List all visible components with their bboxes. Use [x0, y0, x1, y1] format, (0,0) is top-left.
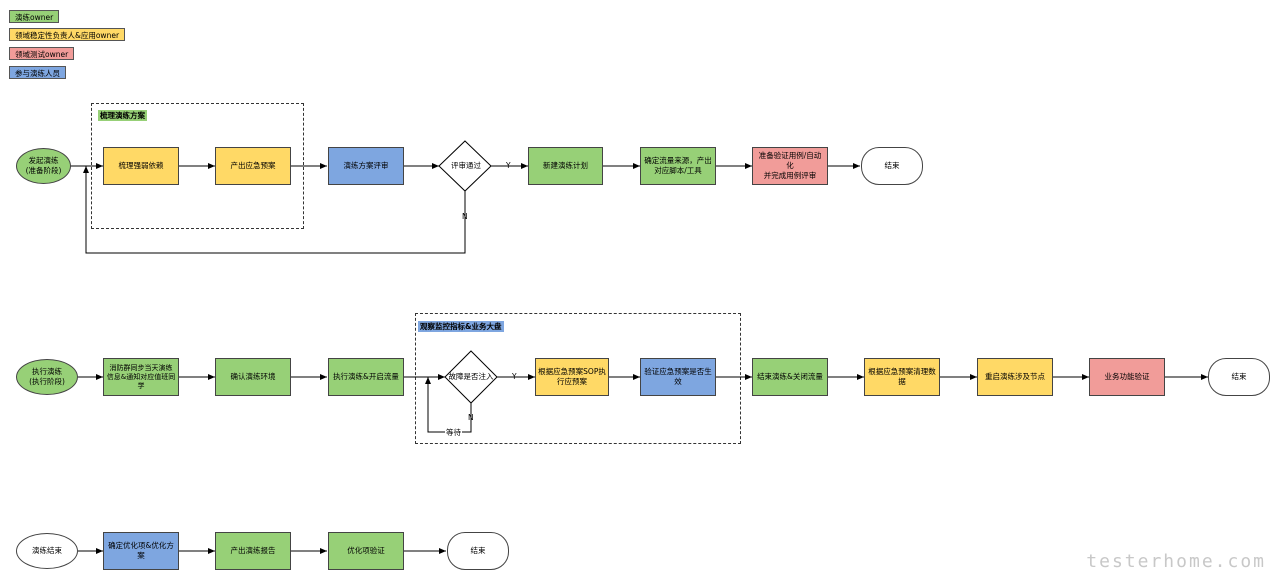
- node-optimization-plan: 确定优化项&优化方案: [103, 532, 179, 570]
- end-phase2: 结束: [1208, 358, 1270, 396]
- watermark: testerhome.com: [1086, 551, 1266, 572]
- node-restart-nodes: 重启演练涉及节点: [977, 358, 1053, 396]
- decision-fault-no: N: [468, 413, 474, 422]
- node-drill-report: 产出演练报告: [215, 532, 291, 570]
- legend-drill-owner: 演练owner: [9, 10, 60, 23]
- node-start-traffic: 执行演练&开启流量: [328, 358, 404, 396]
- end-phase3: 结束: [447, 532, 509, 570]
- node-stop-traffic: 结束演练&关闭流量: [752, 358, 828, 396]
- group-plan-label: 梳理演练方案: [98, 110, 147, 121]
- decision-fault-yes: Y: [512, 372, 517, 381]
- start-drill-end: 演练结束: [16, 533, 78, 569]
- node-clean-data: 根据应急预案清理数 据: [864, 358, 940, 396]
- end-phase1: 结束: [861, 147, 923, 185]
- decision-review-no: N: [462, 212, 468, 221]
- start-drill-prep: 发起演练 (准备阶段): [16, 148, 71, 184]
- decision-review-label: 评审通过: [451, 161, 481, 170]
- start-drill-exec: 执行演练 (执行阶段): [16, 359, 78, 395]
- wait-label: 等待: [445, 428, 462, 438]
- group-monitor-label: 观察监控指标&业务大盘: [418, 321, 504, 332]
- legend-stability-owner: 领域稳定性负责人&应用owner: [9, 28, 126, 41]
- node-plan-review: 演练方案评审: [328, 147, 404, 185]
- node-confirm-env: 确认演练环境: [215, 358, 291, 396]
- node-optimization-verify: 优化项验证: [328, 532, 404, 570]
- node-emergency-plan: 产出应急预案: [215, 147, 291, 185]
- node-new-plan: 新建演练计划: [528, 147, 603, 185]
- node-verify-plan: 验证应急预案是否生 效: [640, 358, 716, 396]
- node-traffic-source: 确定流量来源，产出 对应脚本/工具: [640, 147, 716, 185]
- legend-test-owner: 领域测试owner: [9, 47, 75, 60]
- node-exec-sop: 根据应急预案SOP执 行应预案: [535, 358, 609, 396]
- node-sort-dependencies: 梳理强弱依赖: [103, 147, 179, 185]
- decision-review-yes: Y: [506, 161, 511, 170]
- decision-fault-label: 故障是否注入: [448, 372, 494, 381]
- group-monitor: [415, 313, 741, 444]
- decision-fault-diamond: [444, 350, 498, 404]
- node-business-verify: 业务功能验证: [1089, 358, 1165, 396]
- legend-participants: 参与演练人员: [9, 66, 66, 79]
- decision-review-diamond: [438, 140, 492, 192]
- node-test-cases: 准备验证用例/自动化 并完成用例评审: [752, 147, 828, 185]
- node-sync-info: 消防群同步当天演练 信息&通知对应值班同 学: [103, 358, 179, 396]
